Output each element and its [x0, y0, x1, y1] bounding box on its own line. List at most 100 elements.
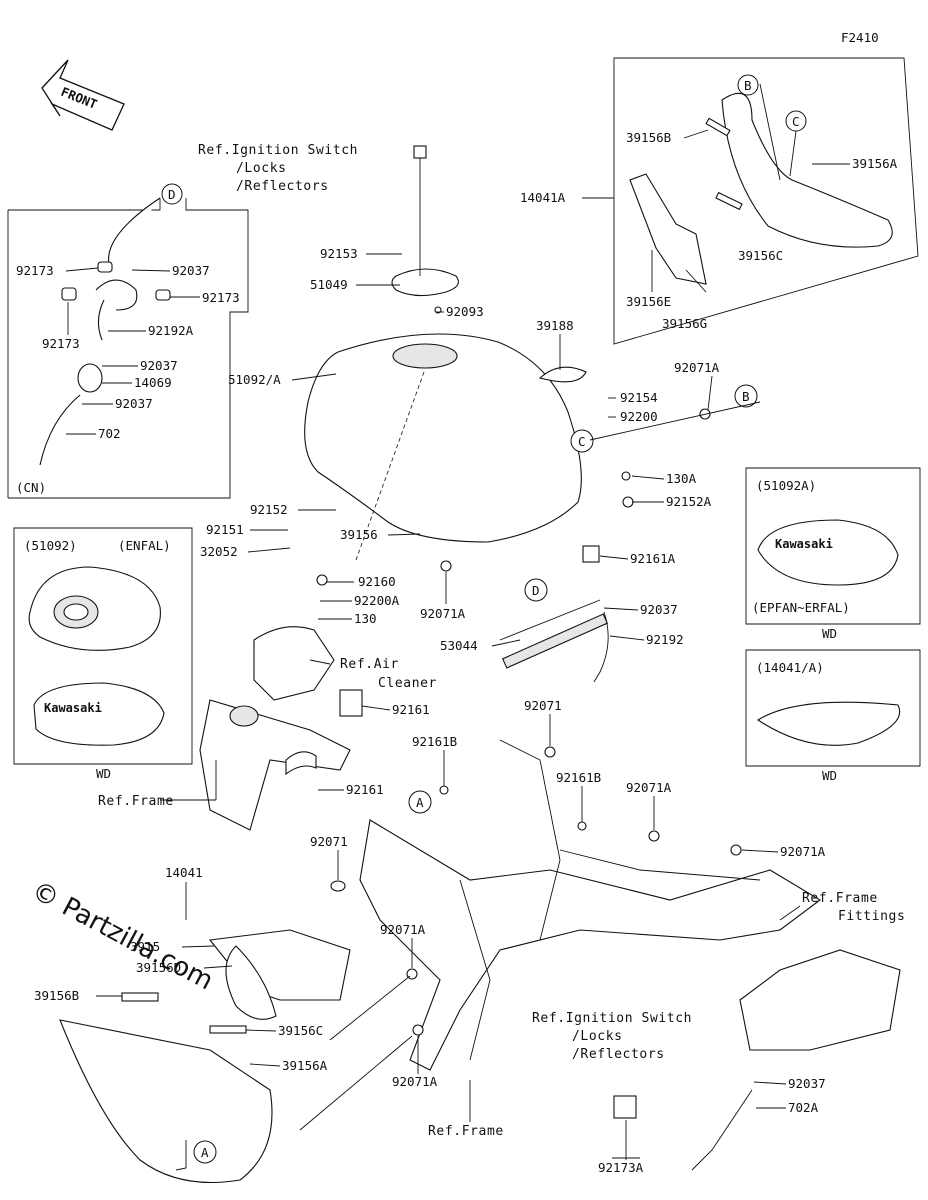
- fuel-tank: [304, 145, 587, 561]
- cn-part-92037-c: 92037: [115, 396, 153, 411]
- panel-14041a-code: (14041/A): [756, 660, 824, 675]
- part-39156B: 39156B: [34, 988, 79, 1003]
- ignition-bolt-icon: [413, 145, 427, 159]
- part-51092A: 51092/A: [228, 372, 281, 387]
- tr-39156E: 39156E: [626, 294, 671, 309]
- part-labels: 92153 51049 92093 39188 51092/A 92071A 9…: [34, 246, 826, 1175]
- part-92152A: 92152A: [666, 494, 712, 509]
- part-92152: 92152: [250, 502, 288, 517]
- panel-top-right: B C 39156B 39156A 14041A 39156C 39156E 3…: [520, 57, 919, 345]
- ref-ignition-top-3: /Reflectors: [236, 179, 329, 194]
- circle-b-main: B: [742, 389, 750, 404]
- part-39156D: 39156D: [136, 960, 181, 975]
- part-92071-left: 92071: [310, 834, 348, 849]
- circle-labels: B C D A A: [193, 384, 758, 1164]
- cn-part-92173-c: 92173: [202, 290, 240, 305]
- tr-39156C: 39156C: [738, 248, 783, 263]
- ref-ignition-top-2: /Locks: [236, 161, 287, 176]
- part-92161B-1: 92161B: [412, 734, 457, 749]
- tr-39156A: 39156A: [852, 156, 898, 171]
- part-92200: 92200: [620, 409, 658, 424]
- circle-b-top: B: [744, 78, 752, 93]
- panel-51092a-brand: Kawasaki: [775, 537, 833, 551]
- part-92200A: 92200A: [354, 593, 400, 608]
- circle-a-bottom: A: [201, 1145, 209, 1160]
- ref-ignition-bot-3: /Reflectors: [572, 1047, 665, 1062]
- circle-c-top: C: [792, 114, 800, 129]
- part-92192: 92192: [646, 632, 684, 647]
- panel-51092a: (51092A) Kawasaki (EPFAN~ERFAL) WD: [745, 467, 921, 641]
- panel-51092-spec: (ENFAL): [118, 538, 171, 553]
- frame-body: [59, 599, 901, 1184]
- cn-part-92173-a: 92173: [16, 263, 54, 278]
- cn-part-92037-b: 92037: [140, 358, 178, 373]
- panel-51092a-spec: (EPFAN~ERFAL): [752, 600, 850, 615]
- part-92071A-l2: 92071A: [392, 1074, 438, 1089]
- part-92173A: 92173A: [598, 1160, 644, 1175]
- panel-51092a-wd: WD: [822, 626, 837, 641]
- ref-frame-fittings-1: Ref.Frame: [802, 891, 878, 906]
- part-92160: 92160: [358, 574, 396, 589]
- cn-part-92192A: 92192A: [148, 323, 194, 338]
- part-39156A: 39156A: [282, 1058, 328, 1073]
- part-92037-r: 92037: [788, 1076, 826, 1091]
- part-92071: 92071: [524, 698, 562, 713]
- tr-39156G: 39156G: [662, 316, 707, 331]
- part-92093: 92093: [446, 304, 484, 319]
- part-92071A-r2: 92071A: [780, 844, 826, 859]
- ref-ignition-top-1: Ref.Ignition Switch: [198, 143, 358, 158]
- part-3915-partial: 3915: [130, 939, 160, 954]
- part-92071A-mid: 92071A: [420, 606, 466, 621]
- cn-part-92037-a: 92037: [172, 263, 210, 278]
- panel-51092a-code: (51092A): [756, 478, 816, 493]
- cn-part-14069: 14069: [134, 375, 172, 390]
- watermark: © Partzilla.com: [27, 876, 218, 997]
- panel-14041a-wd: WD: [822, 768, 837, 783]
- part-92153: 92153: [320, 246, 358, 261]
- part-39188: 39188: [536, 318, 574, 333]
- part-53044: 53044: [440, 638, 478, 653]
- ref-frame-left: Ref.Frame: [98, 794, 174, 809]
- reference-labels: Ref.Ignition Switch /Locks /Reflectors R…: [98, 143, 905, 1139]
- ref-frame-fittings-2: Fittings: [838, 909, 905, 924]
- part-92151: 92151: [206, 522, 244, 537]
- circle-d-main: D: [532, 583, 540, 598]
- leader-lines: [96, 253, 801, 1171]
- part-702A: 702A: [788, 1100, 819, 1115]
- panel-51092: (51092) (ENFAL) Kawasaki WD: [13, 527, 193, 781]
- part-130: 130: [354, 611, 377, 626]
- circle-c-main: C: [578, 434, 586, 449]
- tr-14041A: 14041A: [520, 190, 566, 205]
- part-92161-low: 92161: [346, 782, 384, 797]
- cn-tag: (CN): [16, 480, 46, 495]
- ref-ignition-bot-1: Ref.Ignition Switch: [532, 1011, 692, 1026]
- part-92037-mid: 92037: [640, 602, 678, 617]
- part-51049: 51049: [310, 277, 348, 292]
- part-92161A: 92161A: [630, 551, 676, 566]
- part-39156C: 39156C: [278, 1023, 323, 1038]
- part-92071A-r1: 92071A: [626, 780, 672, 795]
- panel-51092-wd: WD: [96, 766, 111, 781]
- cn-part-702: 702: [98, 426, 121, 441]
- ref-air-cleaner-2: Cleaner: [378, 676, 437, 691]
- part-14041: 14041: [165, 865, 203, 880]
- part-130A: 130A: [666, 471, 697, 486]
- tr-39156B: 39156B: [626, 130, 671, 145]
- panel-cn: D 92173 92037 92173 92173 92192A 92037 1…: [7, 183, 249, 499]
- part-92154: 92154: [620, 390, 658, 405]
- part-92071A-l1: 92071A: [380, 922, 426, 937]
- circle-a-main: A: [416, 795, 424, 810]
- part-92161-up: 92161: [392, 702, 430, 717]
- panel-14041a: (14041/A) WD: [745, 649, 921, 783]
- part-32052: 32052: [200, 544, 238, 559]
- small-parts: [316, 306, 742, 1036]
- cn-part-92173-b: 92173: [42, 336, 80, 351]
- ref-ignition-bot-2: /Locks: [572, 1029, 623, 1044]
- panel-51092-code: (51092): [24, 538, 77, 553]
- figure-code: F2410: [841, 30, 879, 45]
- part-92071A-top: 92071A: [674, 360, 720, 375]
- front-arrow-icon: FRONT: [41, 59, 125, 131]
- ref-air-cleaner-1: Ref.Air: [340, 657, 399, 672]
- part-39156: 39156: [340, 527, 378, 542]
